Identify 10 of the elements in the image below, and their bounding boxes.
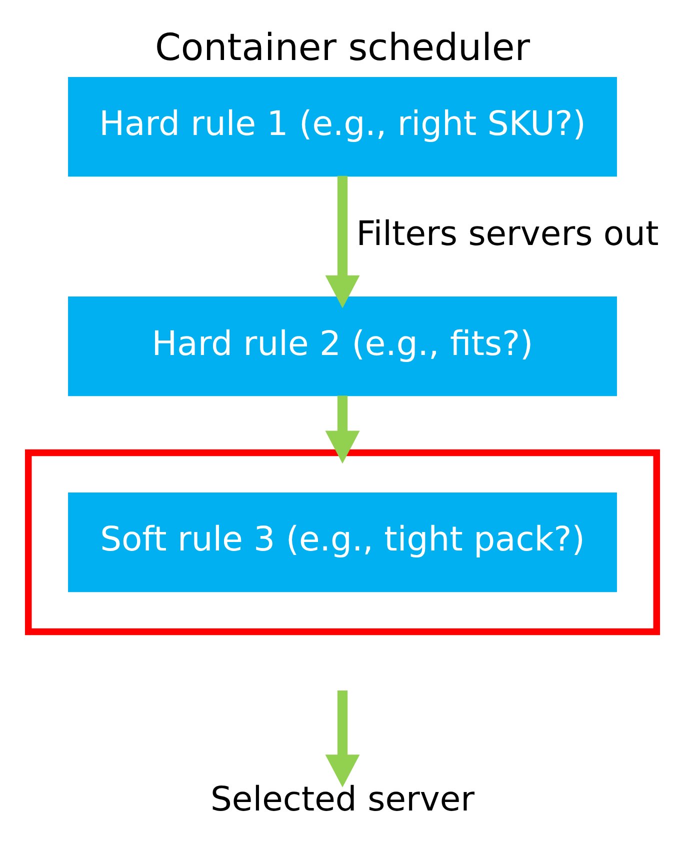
- arrow: [325, 690, 360, 788]
- cluster: [24, 449, 660, 636]
- node-box: Soft rule 3 (e.g., tight pack?): [68, 492, 617, 592]
- node-box: Hard rule 1 (e.g., right SKU?): [68, 76, 617, 177]
- node-box: Hard rule 2 (e.g., fits?): [68, 296, 617, 396]
- edge-label: Filters servers out: [356, 214, 659, 254]
- arrow: [325, 176, 360, 308]
- arrow: [325, 396, 360, 464]
- diagram-title: Container scheduler: [154, 26, 530, 70]
- node-text: Selected server: [210, 779, 474, 818]
